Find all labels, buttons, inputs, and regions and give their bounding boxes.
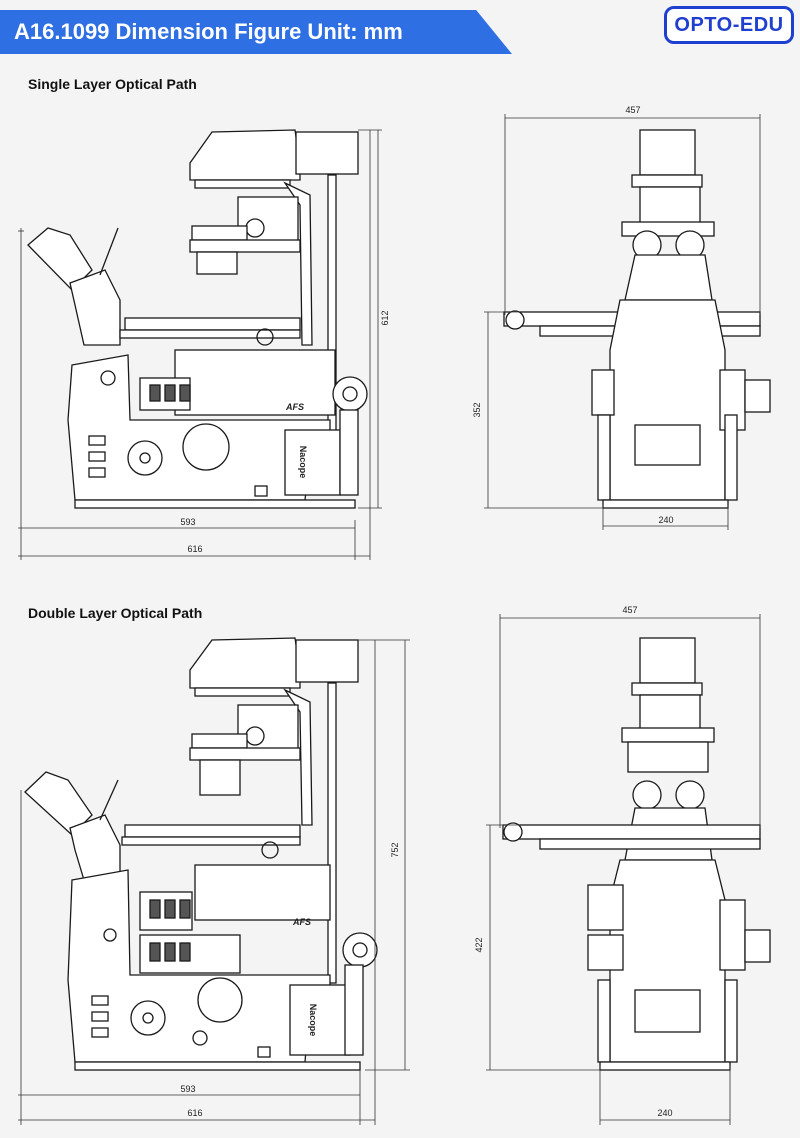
dim-front-base-single: 240 [658, 515, 673, 525]
side-label-single: Nacope [298, 446, 308, 479]
dim-side-height-double: 752 [390, 842, 400, 857]
dim-side-total-double: 616 [187, 1108, 202, 1118]
dim-front-top-double: 457 [622, 605, 637, 615]
section-title-single: Single Layer Optical Path [28, 76, 197, 92]
title-banner [0, 10, 512, 54]
brand-afs-single: AFS [285, 402, 304, 412]
dim-front-height-single: 352 [472, 402, 482, 417]
side-view-single [27, 129, 368, 509]
dim-front-base-double: 240 [657, 1108, 672, 1118]
brand-logo: OPTO-EDU [664, 6, 794, 44]
front-view-single [503, 129, 771, 509]
brand-afs-double: AFS [292, 917, 311, 927]
page-title: A16.1099 Dimension Figure Unit: mm [14, 19, 403, 44]
front-view-double [502, 637, 771, 1071]
side-view-double [24, 637, 378, 1071]
dim-side-base-single: 593 [180, 517, 195, 527]
dim-front-top-single: 457 [625, 105, 640, 115]
dim-side-base-double: 593 [180, 1084, 195, 1094]
dim-front-height-double: 422 [474, 937, 484, 952]
dim-side-total-single: 616 [187, 544, 202, 554]
dim-side-height-single: 612 [380, 310, 390, 325]
section-title-double: Double Layer Optical Path [28, 605, 203, 621]
side-label-double: Nacope [308, 1004, 318, 1037]
